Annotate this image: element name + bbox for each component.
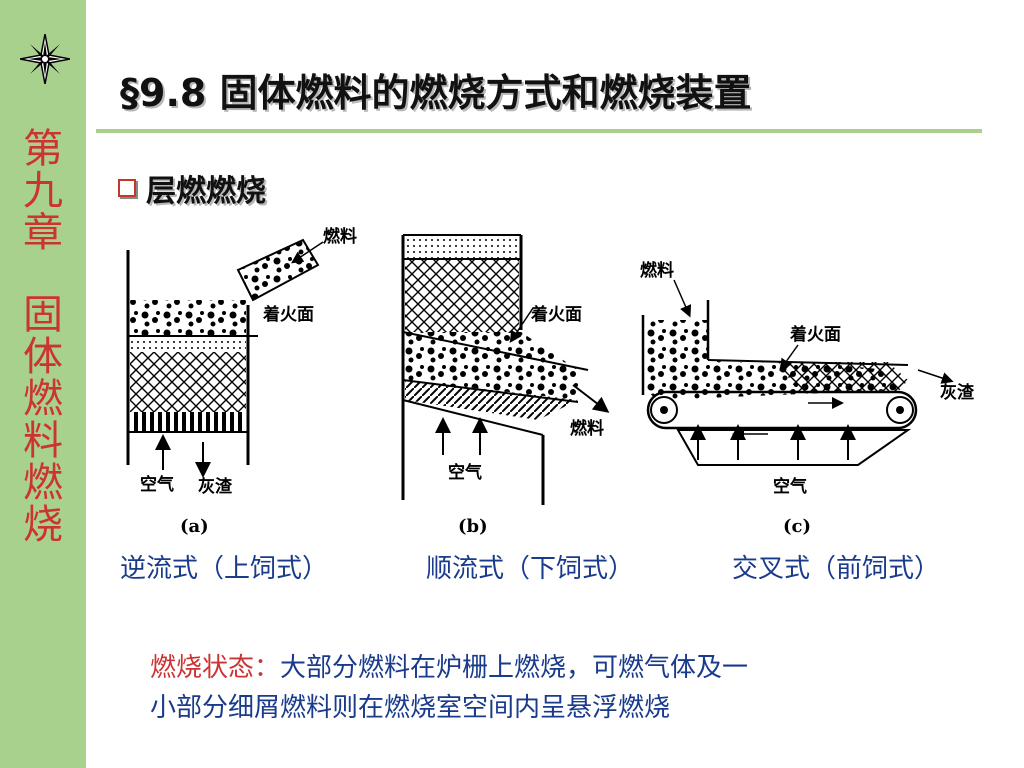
diagram-c: 燃料 着火面 灰渣 空气 (c) [640,260,975,537]
chapter-char: 九 [23,168,63,214]
label-ignition-surface: 着火面 [530,304,582,325]
chapter-char: 第 [23,126,63,172]
label-air: 空气 [773,476,807,497]
chapter-char: 料 [23,418,63,464]
label-a: (a) [180,516,209,537]
note-line1: 大部分燃料在炉栅上燃烧，可燃气体及一 [280,653,749,683]
label-ignition-surface: 着火面 [789,324,841,345]
note-label: 燃烧状态： [150,653,281,683]
checkbox-bullet-icon [118,179,136,197]
label-fuel: 燃料 [323,226,357,247]
slide-title: §9.8 固体燃料的燃烧方式和燃烧装置 [120,71,752,115]
diagram-a: 燃料 着火面 空气 灰渣 (a) [126,226,357,537]
chapter-char: 燃 [23,376,63,422]
caption-parallel-flow: 顺流式（下饲式） [426,554,635,584]
note-line2: 小部分细屑燃料则在燃烧室空间内呈悬浮燃烧 [150,693,671,723]
bullet-item: 层燃燃烧 [118,166,266,210]
bullet-label: 层燃燃烧 [146,174,266,209]
label-ash: 灰渣 [940,382,975,403]
compass-star-icon [20,34,70,84]
chapter-vertical-title: 第 九 章 固 体 燃 料 燃 烧 [0,128,86,546]
title-divider [96,129,982,133]
label-air: 空气 [140,474,174,495]
combustion-diagram: 燃料 着火面 空气 灰渣 (a) 着火面 燃料 空气 (b) [126,226,975,537]
label-ignition-surface: 着火面 [262,304,314,325]
chapter-char: 固 [23,292,63,338]
caption-cross-flow: 交叉式（前饲式） [732,554,941,584]
chapter-char: 体 [23,334,63,380]
label-ash: 灰渣 [198,476,233,497]
diagram-b: 着火面 燃料 空气 (b) [401,234,610,537]
label-b: (b) [458,516,488,537]
chapter-char: 章 [23,210,63,256]
caption-counterflow: 逆流式（上饲式） [120,554,329,584]
sidebar: 第 九 章 固 体 燃 料 燃 烧 [0,0,86,768]
label-air: 空气 [448,462,482,483]
chapter-char: 燃 [23,460,63,506]
chapter-char: 烧 [23,502,63,548]
label-fuel: 燃料 [570,418,604,439]
label-fuel: 燃料 [640,260,674,281]
label-c: (c) [783,516,811,537]
combustion-state-note: 燃烧状态：大部分燃料在炉栅上燃烧，可燃气体及一 小部分细屑燃料则在燃烧室空间内呈… [150,648,970,728]
